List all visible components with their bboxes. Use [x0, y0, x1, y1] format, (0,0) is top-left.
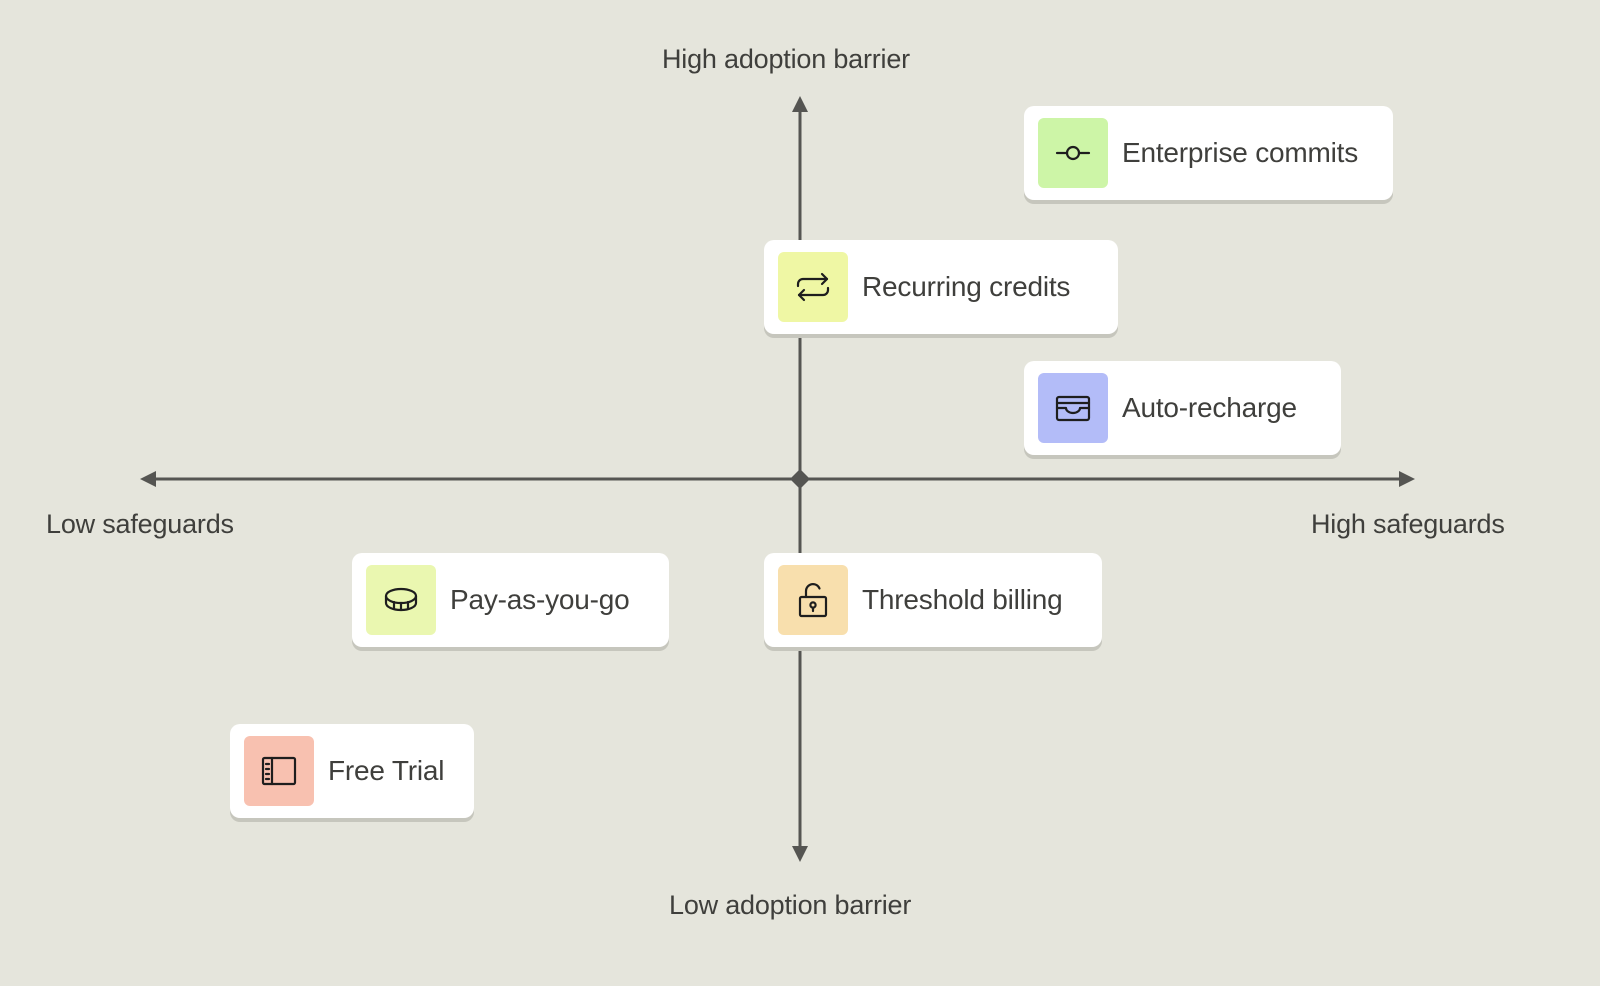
card-free-trial: Free Trial	[230, 724, 474, 818]
x-axis-left-label: Low safeguards	[46, 509, 234, 539]
card-label-threshold-billing: Threshold billing	[862, 584, 1063, 615]
bottom-arrowhead	[792, 846, 808, 862]
commit-icon	[1038, 118, 1108, 188]
card-label-free-trial: Free Trial	[328, 755, 445, 786]
x-axis-right-label: High safeguards	[1311, 509, 1505, 539]
sidebar-icon	[244, 736, 314, 806]
left-arrowhead	[140, 471, 156, 487]
coin-icon	[366, 565, 436, 635]
right-arrowhead	[1399, 471, 1415, 487]
wallet-icon	[1038, 373, 1108, 443]
card-recurring-credits: Recurring credits	[764, 240, 1118, 334]
card-label-pay-as-you-go: Pay-as-you-go	[450, 584, 630, 615]
unlock-icon	[778, 565, 848, 635]
y-axis-top-label: High adoption barrier	[662, 44, 910, 74]
card-label-auto-recharge: Auto-recharge	[1122, 392, 1297, 423]
horizontal-axis	[140, 471, 1415, 487]
repeat-icon	[778, 252, 848, 322]
card-label-enterprise-commits: Enterprise commits	[1122, 137, 1359, 168]
card-auto-recharge: Auto-recharge	[1024, 361, 1341, 455]
card-label-recurring-credits: Recurring credits	[862, 271, 1071, 302]
origin-diamond	[790, 469, 810, 489]
card-pay-as-you-go: Pay-as-you-go	[352, 553, 669, 647]
y-axis-bottom-label: Low adoption barrier	[669, 890, 912, 920]
top-arrowhead	[792, 96, 808, 112]
card-threshold-billing: Threshold billing	[764, 553, 1102, 647]
card-enterprise-commits: Enterprise commits	[1024, 106, 1393, 200]
